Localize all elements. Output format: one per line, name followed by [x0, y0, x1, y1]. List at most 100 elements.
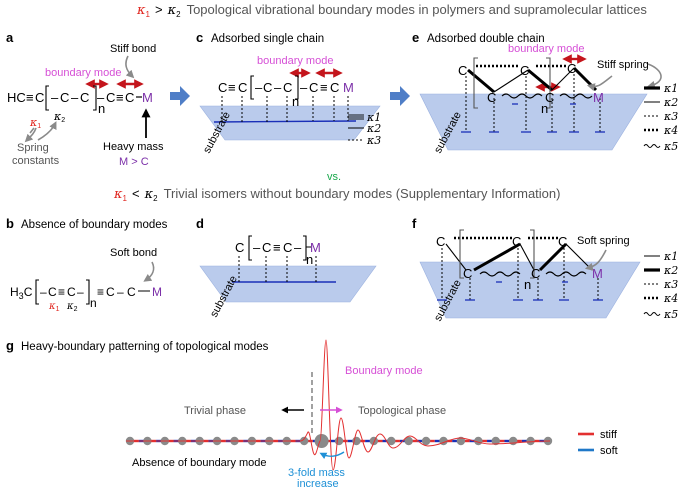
legend-soft: soft — [600, 445, 618, 457]
svg-text:–: – — [51, 90, 59, 105]
topological-phase-label: Topological phase — [358, 405, 446, 417]
trivial-phase-label: Trivial phase — [184, 405, 246, 417]
atom-c: C — [283, 80, 292, 95]
header-top-text: Topological vibrational boundary modes i… — [187, 2, 648, 17]
atom-c: C — [60, 90, 69, 105]
lattice-node — [299, 436, 309, 446]
spring-constant-arrow — [37, 121, 57, 141]
legend-c-k1: κ1 — [366, 111, 381, 124]
stiff-spring-label: Stiff spring — [597, 59, 649, 71]
heavy-mass-label: Heavy mass — [103, 141, 164, 153]
panel-c: c Adsorbed single chain substrate bounda… — [196, 30, 381, 155]
svg-text:–: – — [255, 80, 263, 95]
double-chain-bonds-f — [445, 229, 593, 279]
legend-e-k1: κ1 — [663, 82, 678, 95]
header-kappa1: κ — [136, 3, 146, 18]
svg-text:n: n — [541, 101, 548, 116]
atom-c: C — [125, 90, 134, 105]
lattice-node — [508, 436, 518, 446]
atom-c: C — [48, 285, 57, 299]
absence-label-g: Absence of boundary mode — [132, 457, 267, 469]
boundary-mode-label-c: boundary mode — [257, 55, 333, 67]
panel-label-e: e — [412, 30, 419, 45]
legend-e-k5: κ5 — [663, 140, 678, 153]
svg-text:≡: ≡ — [273, 240, 281, 255]
svg-text:–: – — [71, 90, 79, 105]
atom-c: C — [67, 285, 76, 299]
heavy-mass-atom-a: M — [142, 90, 153, 105]
legend-f: κ1 κ2 κ3 κ4 κ5 — [643, 250, 678, 321]
svg-text:≡: ≡ — [320, 80, 328, 95]
heavy-mass-atom-f: M — [592, 266, 603, 281]
svg-text:≡: ≡ — [228, 80, 236, 95]
panel-label-g: g — [6, 338, 14, 353]
svg-text:≡: ≡ — [58, 285, 65, 299]
panel-a: a Stiff bond boundary mode HC ≡ C – C – … — [6, 30, 164, 168]
atom-c: C — [545, 90, 554, 105]
svg-text:–: – — [274, 80, 282, 95]
boundary-mode-label-a: boundary mode — [45, 67, 121, 79]
panel-title-c: Adsorbed single chain — [211, 33, 324, 45]
soft-spring-label: Soft spring — [577, 235, 630, 247]
stiff-bond-label: Stiff bond — [110, 43, 156, 55]
svg-text:–: – — [294, 240, 302, 255]
heavy-mass-atom-e: M — [593, 90, 604, 105]
legend-c: κ1 κ2 κ3 — [348, 111, 381, 147]
lattice-node — [526, 436, 535, 446]
atom-c: C — [218, 80, 227, 95]
legend-c-k2: κ2 — [366, 122, 381, 135]
panel-b: b Absence of boundary modes Soft bond H3… — [6, 216, 168, 313]
atom-c: C — [80, 90, 89, 105]
panel-label-b: b — [6, 216, 14, 231]
mass-relation-label: M > C — [119, 156, 149, 168]
svg-text:n: n — [98, 101, 105, 116]
svg-text:≡: ≡ — [26, 90, 34, 105]
panel-label-f: f — [412, 216, 417, 231]
atom-c: C — [106, 90, 115, 105]
panel-title-g: Heavy-boundary patterning of topological… — [21, 341, 269, 353]
svg-text:n: n — [306, 252, 313, 267]
atom-c: C — [35, 90, 44, 105]
adsorption-springs-e — [465, 74, 601, 132]
panel-label-d: d — [196, 216, 204, 231]
lattice-node — [369, 436, 379, 446]
svg-text:–: – — [77, 285, 84, 299]
lattice-node — [491, 436, 500, 446]
atom-c: C — [238, 80, 247, 95]
atom-c: C — [531, 266, 540, 281]
lattice-node — [334, 436, 344, 446]
atom-c: C — [283, 240, 292, 255]
atom-c: C — [567, 61, 576, 76]
legend-g: stiff soft — [578, 429, 618, 457]
boundary-mode-profile — [126, 339, 551, 471]
svg-text:n: n — [524, 277, 531, 292]
atom-c: C — [262, 240, 271, 255]
panel-g: g Heavy-boundary patterning of topologic… — [6, 338, 618, 490]
lattice-node — [387, 436, 396, 446]
bracket-left-a — [45, 85, 49, 111]
mass-increase-label-2: increase — [297, 478, 339, 490]
lattice-node — [421, 436, 431, 446]
svg-text:≡: ≡ — [116, 90, 124, 105]
panel-e: e Adsorbed double chain substrate bounda… — [412, 30, 678, 155]
stiff-bond-arrow — [125, 55, 135, 79]
mass-increase-arrow — [319, 451, 345, 460]
svg-text:n: n — [90, 296, 97, 310]
panel-label-a: a — [6, 30, 14, 45]
boundary-mode-label-e: boundary mode — [508, 43, 584, 55]
panel-d: d substrate C – C ≡ C – n M — [196, 216, 377, 319]
header-kappa2: κ — [167, 3, 177, 18]
atom-c: C — [558, 234, 567, 249]
legend-e-k2: κ2 — [663, 96, 678, 109]
panel-label-c: c — [196, 30, 203, 45]
versus-label: vs. — [327, 171, 341, 183]
legend-f-k4: κ4 — [663, 292, 678, 305]
chain-a-prefix: HC — [7, 90, 26, 105]
lattice-node — [404, 436, 413, 446]
double-chain-bonds-e — [467, 57, 598, 109]
legend-e: κ1 κ2 κ3 κ4 κ5 — [643, 82, 678, 153]
svg-text:≡: ≡ — [97, 285, 104, 299]
